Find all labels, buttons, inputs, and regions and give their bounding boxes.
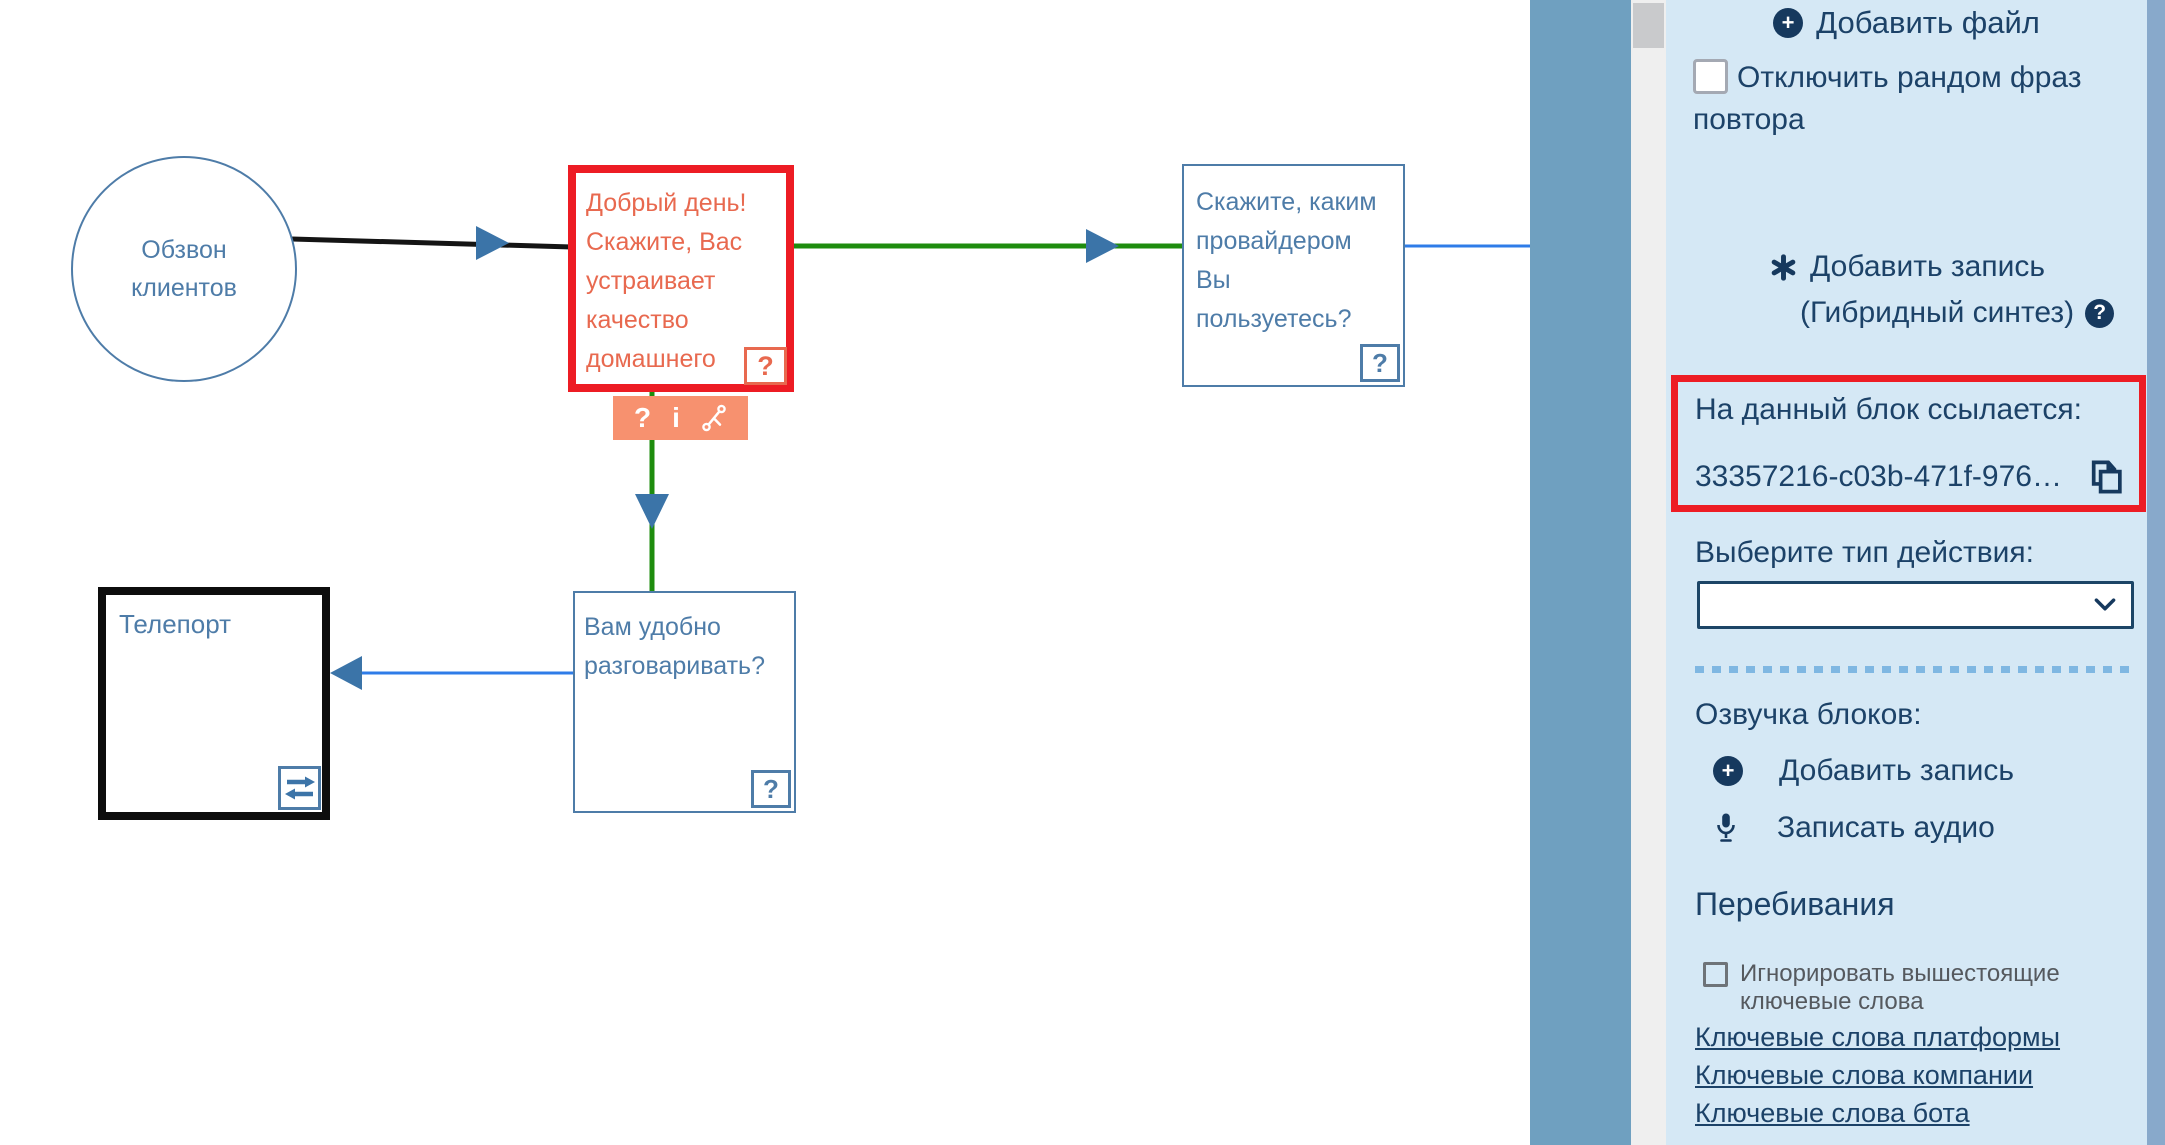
voiceover-heading: Озвучка блоков: [1695, 698, 1922, 731]
action-type-select[interactable] [1697, 581, 2134, 629]
copy-icon[interactable] [2085, 457, 2127, 497]
bot-keywords-link[interactable]: Ключевые слова бота [1695, 1098, 1970, 1128]
ignore-keywords-checkbox[interactable] [1703, 962, 1728, 987]
block-settings-panel: + Добавить файл Отключить рандом фраз по… [1666, 0, 2147, 1145]
canvas-side-divider [1530, 0, 1631, 1145]
add-record-hybrid-sublabel: (Гибридный синтез) [1800, 296, 2075, 329]
node-convenient-text: Вам удобно разговаривать? [584, 613, 765, 680]
edge-start-to-greeting[interactable] [291, 236, 573, 250]
sidebar-scrollbar-thumb[interactable] [1633, 3, 1664, 48]
section-divider [1695, 666, 2133, 673]
question-badge[interactable]: ? [751, 770, 791, 808]
arrowhead-greeting-to-provider [1086, 229, 1119, 263]
record-audio-label: Записать аудио [1777, 811, 1995, 844]
add-file-button[interactable]: + Добавить файл [1666, 3, 2147, 43]
arrowhead-start-to-greeting [476, 226, 509, 260]
node-convenient-question[interactable]: Вам удобно разговаривать? ? [573, 591, 796, 813]
referenced-block-label: На данный блок ссылается: [1695, 393, 2082, 426]
help-circle-icon[interactable]: ? [2085, 298, 2115, 328]
node-start-label: Обзвон клиентов [131, 236, 237, 302]
node-context-toolbar: ? i [613, 396, 748, 440]
node-provider-question[interactable]: Скажите, каким провайдером Вы пользуетес… [1182, 164, 1405, 387]
add-record-hybrid-button[interactable]: Добавить запись (Гибридный синтез) ? [1666, 246, 2147, 334]
flow-canvas[interactable]: Обзвон клиентов Добрый день! Скажите, Ва… [0, 0, 1530, 1145]
node-teleport[interactable]: Телепорт [98, 587, 330, 820]
info-icon[interactable]: i [672, 402, 680, 433]
referenced-block-id: 33357216-c03b-471f-976… [1695, 460, 2062, 493]
action-type-label: Выберите тип действия: [1695, 536, 2035, 569]
microphone-icon [1713, 811, 1739, 845]
arrowhead-convenient-to-teleport [330, 656, 362, 690]
swap-arrows-icon[interactable] [278, 766, 321, 810]
node-provider-text: Скажите, каким провайдером Вы пользуетес… [1196, 188, 1377, 333]
right-edge-strip [2147, 0, 2165, 1145]
node-start-call[interactable]: Обзвон клиентов [71, 156, 297, 382]
record-audio-button[interactable]: Записать аудио [1713, 806, 1995, 850]
add-record-button[interactable]: + Добавить запись [1713, 750, 2014, 792]
node-greeting-selected[interactable]: Добрый день! Скажите, Вас устраивает кач… [568, 165, 794, 392]
add-record-label: Добавить запись [1779, 754, 2014, 787]
add-record-hybrid-label: Добавить запись [1810, 250, 2045, 283]
plus-circle-icon: + [1773, 8, 1804, 38]
platform-keywords-link[interactable]: Ключевые слова платформы [1695, 1022, 2061, 1052]
disable-random-option[interactable]: Отключить рандом фраз повтора [1693, 57, 2133, 141]
sidebar-scrollbar-track[interactable] [1631, 0, 1666, 1145]
node-teleport-label: Телепорт [119, 609, 231, 639]
ignore-keywords-label: Игнорировать вышестоящие ключевые слова [1740, 960, 2060, 1015]
node-greeting-text: Добрый день! Скажите, Вас устраивает кач… [586, 189, 747, 373]
interruptions-heading: Перебивания [1695, 886, 1895, 922]
arrowhead-greeting-to-convenient [635, 494, 669, 529]
branch-icon[interactable] [701, 403, 727, 433]
ignore-keywords-option[interactable]: Игнорировать вышестоящие ключевые слова [1703, 960, 2103, 1016]
plus-circle-icon: + [1713, 756, 1743, 786]
company-keywords-link[interactable]: Ключевые слова компании [1695, 1060, 2034, 1090]
add-file-label: Добавить файл [1816, 5, 2040, 40]
asterisk-icon [1770, 253, 1797, 281]
disable-random-checkbox[interactable] [1693, 59, 1728, 94]
referenced-block-panel: На данный блок ссылается: 33357216-c03b-… [1671, 375, 2146, 512]
question-icon[interactable]: ? [634, 402, 652, 433]
question-badge[interactable]: ? [1360, 344, 1400, 382]
chevron-down-icon [2094, 598, 2116, 612]
disable-random-label: Отключить рандом фраз повтора [1693, 61, 2082, 136]
question-badge[interactable]: ? [744, 347, 787, 385]
